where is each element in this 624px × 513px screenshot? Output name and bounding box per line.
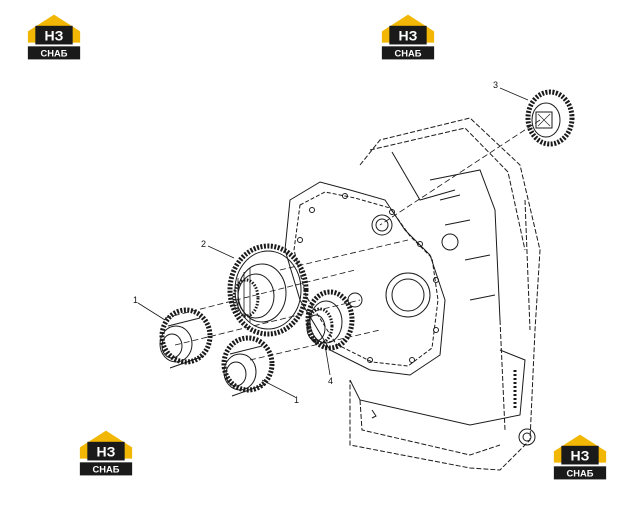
callout-3: 3	[493, 80, 498, 90]
callout-4: 4	[328, 376, 333, 386]
logo-bottom-right	[553, 434, 607, 480]
transmission-housing	[284, 117, 541, 471]
logo-top-left	[27, 14, 81, 60]
logo-top-center	[381, 14, 435, 60]
gear-3	[525, 89, 575, 147]
gear-4	[305, 289, 355, 351]
logo-bottom-left	[79, 430, 133, 476]
gear-1-bottom	[221, 335, 275, 397]
gear-2	[227, 243, 309, 337]
callout-2: 2	[201, 239, 206, 249]
gear-1-left	[159, 307, 213, 369]
callout-1-left: 1	[133, 295, 138, 305]
callout-1-bottom: 1	[294, 395, 299, 405]
callout-leaders	[137, 87, 529, 398]
